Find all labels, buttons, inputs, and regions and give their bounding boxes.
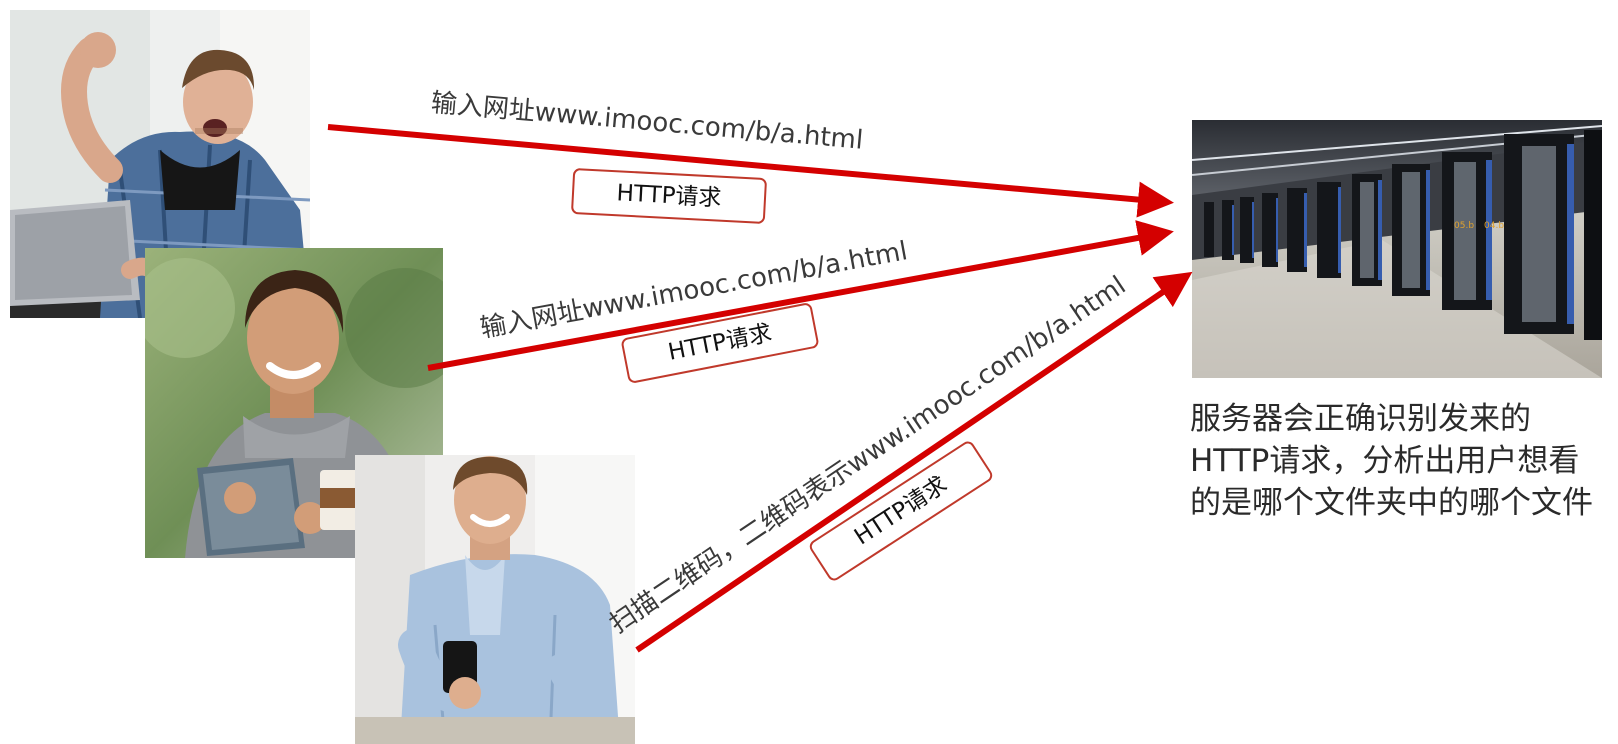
rack-label-04b: 04.b <box>1484 221 1504 231</box>
server-description: 服务器会正确识别发来的HTTP请求，分析出用户想看的是哪个文件夹中的哪个文件 <box>1190 401 1593 521</box>
user-phone-photo <box>355 455 635 744</box>
arrow-request-3 <box>635 271 1193 653</box>
arrow-request-1 <box>327 124 1174 218</box>
server-room-photo: 05.b 04.b <box>1192 120 1602 378</box>
arrow-request-2 <box>427 220 1174 371</box>
user-tablet-photo <box>145 248 443 558</box>
user-laptop-photo <box>10 10 310 318</box>
rack-label-05b: 05.b <box>1454 221 1474 231</box>
